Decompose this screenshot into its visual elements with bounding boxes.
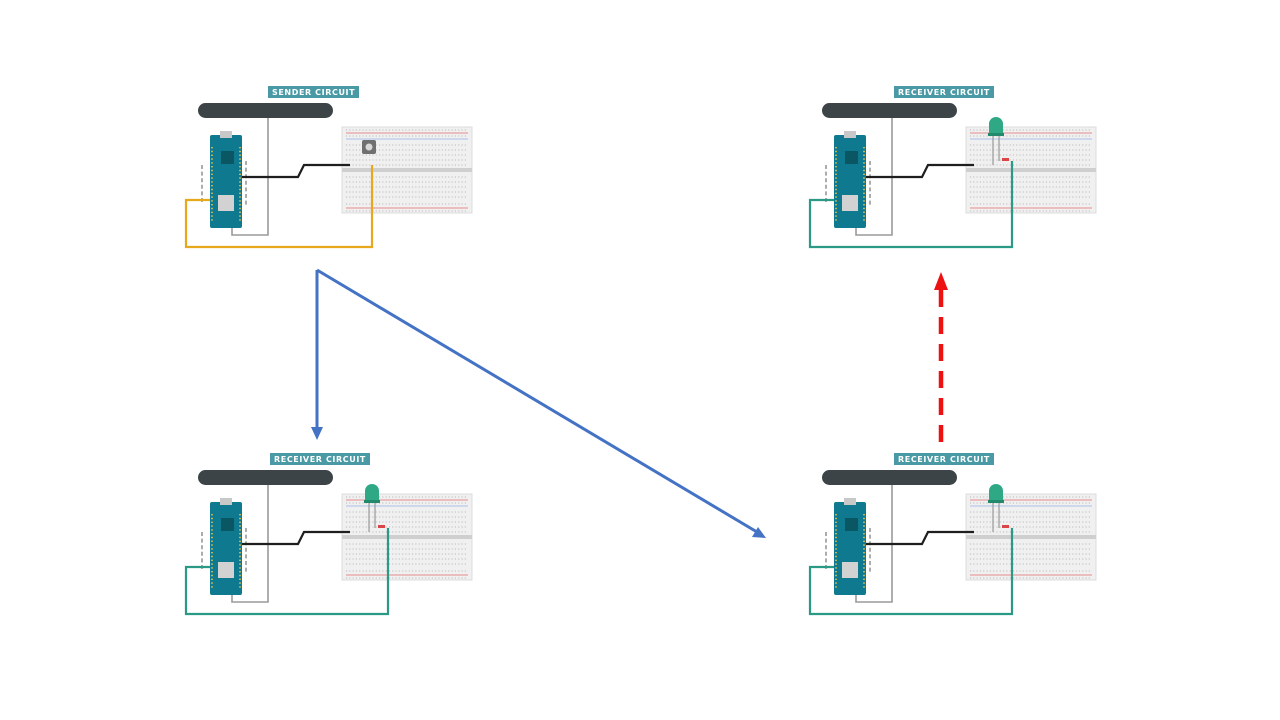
radio-module	[218, 562, 234, 578]
circuit-title: RECEIVER CIRCUIT	[270, 453, 370, 465]
led-icon	[364, 484, 385, 532]
chip	[221, 151, 234, 164]
ground-wire	[184, 165, 374, 249]
circuit-drawing	[808, 103, 1097, 249]
breadboard-channel	[966, 168, 1096, 172]
board-pins	[835, 514, 865, 590]
usb-connector	[844, 498, 856, 505]
circuit-title: RECEIVER CIRCUIT	[894, 86, 994, 98]
receiver-circuit-bottom-left: RECEIVER CIRCUIT	[180, 452, 480, 622]
button-cap	[365, 143, 373, 151]
breadboard-channel	[342, 168, 472, 172]
signal-wire	[242, 163, 350, 179]
breadboard	[965, 126, 1097, 214]
antenna-icon	[198, 103, 333, 118]
circuit-title: SENDER CIRCUIT	[268, 86, 360, 98]
board-pins	[211, 514, 241, 590]
usb-connector	[220, 498, 232, 505]
circuit-drawing	[184, 470, 473, 616]
led-rim	[988, 133, 1004, 136]
led-rim	[988, 500, 1004, 503]
button-icon	[362, 140, 376, 154]
pin-labels	[201, 161, 247, 207]
ground-wire	[808, 161, 1014, 249]
antenna-icon	[822, 103, 957, 118]
board-pins	[211, 147, 241, 223]
chip	[221, 518, 234, 531]
chip	[845, 151, 858, 164]
antenna-icon	[822, 470, 957, 485]
breadboard-channel	[966, 535, 1096, 539]
dashed-arrow-to-top-right	[934, 272, 948, 442]
signal-wire	[866, 163, 974, 179]
breadboard-channel	[342, 535, 472, 539]
breadboard	[341, 126, 473, 214]
antenna-icon	[198, 470, 333, 485]
arduino-board	[201, 498, 247, 595]
arrow-to-bottom-left	[311, 270, 323, 440]
resistor-icon	[1002, 158, 1009, 161]
breadboard	[965, 493, 1097, 581]
circuit-drawing	[808, 470, 1097, 616]
led-dome	[989, 484, 1003, 502]
led-dome	[989, 117, 1003, 135]
chip	[845, 518, 858, 531]
circuit-drawing	[184, 103, 473, 249]
led-dome	[365, 484, 379, 502]
receiver-circuit-bottom-right: RECEIVER CIRCUIT	[804, 452, 1104, 622]
pin-labels	[825, 528, 871, 574]
usb-connector	[220, 131, 232, 138]
arduino-board	[201, 131, 247, 228]
pin-labels	[201, 528, 247, 574]
board-pins	[835, 147, 865, 223]
sender-circuit: SENDER CIRCUIT	[180, 85, 480, 255]
ground-wire	[184, 528, 390, 616]
arrow-to-bottom-right	[316, 268, 766, 538]
signal-wire	[866, 530, 974, 546]
ground-wire	[808, 528, 1014, 616]
radio-module	[842, 195, 858, 211]
led-icon	[988, 117, 1009, 165]
receiver-circuit-top-right: RECEIVER CIRCUIT	[804, 85, 1104, 255]
led-icon	[988, 484, 1009, 532]
arduino-board	[825, 131, 871, 228]
breadboard	[341, 493, 473, 581]
pin-labels	[825, 161, 871, 207]
circuit-title: RECEIVER CIRCUIT	[894, 453, 994, 465]
led-rim	[364, 500, 380, 503]
resistor-icon	[378, 525, 385, 528]
radio-module	[842, 562, 858, 578]
radio-module	[218, 195, 234, 211]
arduino-board	[825, 498, 871, 595]
usb-connector	[844, 131, 856, 138]
signal-wire	[242, 530, 350, 546]
resistor-icon	[1002, 525, 1009, 528]
